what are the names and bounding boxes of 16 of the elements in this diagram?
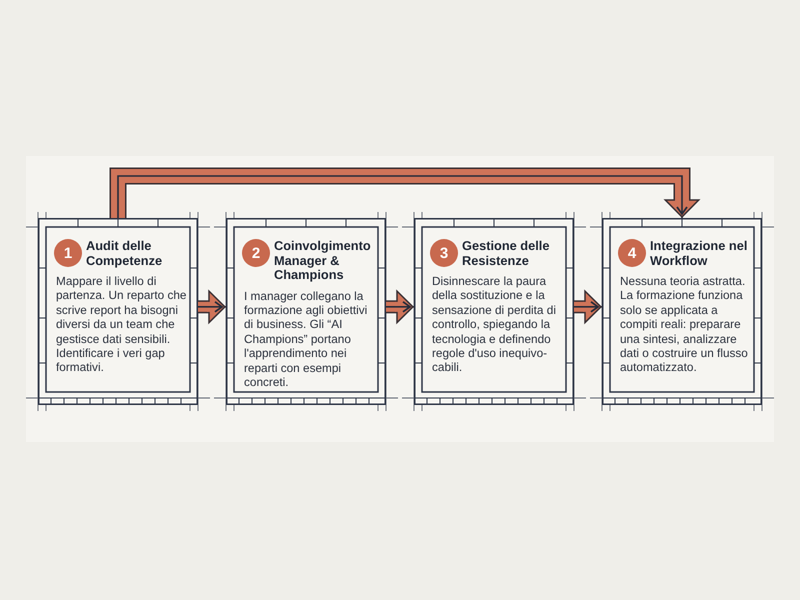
step-card [602,218,762,405]
step-description: Nessuna teoria astratta. La formazione funziona solo se applicata a compiti reali: preparare una sintesi, analizzare dati o costruire un flusso automatizzato. [620,274,749,375]
step-title: Integrazione nel Workflow [650,239,748,268]
step-number: 4 [618,239,646,267]
step-card [38,218,198,405]
step-title: Gestione delle Resistenze [462,239,550,268]
step-card [226,218,386,405]
step-description: Disinnescare la paura della sostituzione e la sensazione di perdita di controllo, spiegando la tecnologia e definendo regole d'uso inequivo- cabili. [432,274,557,375]
step-number: 1 [54,239,82,267]
step-description: I manager collegano la formazione agli obiettivi di business. Gli “AI Champions” portano l'apprendimento nei reparti con esempi concreti. [244,288,368,390]
step-card [414,218,574,405]
step-number: 2 [242,239,270,267]
step-title: Coinvolgimento Manager & Champions [274,239,372,282]
step-number: 3 [430,239,458,267]
step-description: Mappare il livello di partenza. Un reparto che scrive report ha bisogni diversi da un team che gestisce dati sensibili. Identificare i veri gap formativi. [56,274,188,375]
step-title: Audit delle Competenze [86,239,164,268]
